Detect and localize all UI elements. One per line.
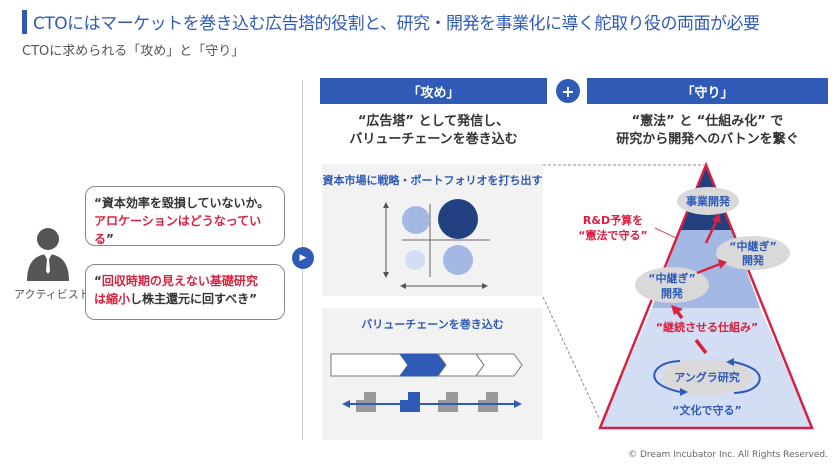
play-arrow-icon: ▶ — [292, 247, 314, 269]
red-arrow — [696, 262, 721, 275]
quote-text: ” — [106, 232, 114, 246]
relay-ellipse-1 — [635, 267, 709, 303]
speech-bubble-1: “資本効率を毀損していないか。 アロケーションはどうなっている” — [85, 186, 285, 246]
page-subtitle: CTOに求められる「攻め」と「守り」 — [22, 44, 245, 59]
lead-line: “広告塔” として発信し、 — [357, 114, 510, 129]
panel-title: バリューチェーンを巻き込む — [361, 318, 504, 331]
offense-header: 「攻め」 — [320, 78, 547, 104]
relay-label: “中継ぎ” — [648, 271, 695, 285]
defense-lead: “憲法” と “仕組み化” で研究から開発へのバトンを繋ぐ — [587, 113, 828, 149]
culture-label: “文化で守る” — [672, 403, 741, 417]
quote-highlight: アロケーションはどうなっている — [94, 214, 262, 246]
quote-text: “資本効率を毀損していないか。 — [94, 196, 270, 210]
panel-title: 資本市場に戦略・ポートフォリオを打ち出す — [322, 174, 543, 187]
relay-label: “中継ぎ” — [729, 239, 776, 253]
cycle-arrow-icon — [733, 361, 761, 394]
page-title: CTOにはマーケットを巻き込む広告塔的役割と、研究・開発を事業化に導く舵取り役の… — [33, 14, 760, 34]
value-chain-panel: バリューチェーンを巻き込む — [322, 308, 543, 440]
quote-highlight: 回収時期の見えない基礎研究 — [101, 274, 258, 288]
budget-label: “憲法で守る” — [578, 228, 647, 242]
person-icon — [27, 228, 69, 281]
portfolio-panel: 資本市場に戦略・ポートフォリオを打ち出す — [322, 164, 543, 296]
lead-line: “憲法” と “仕組み化” で — [631, 114, 784, 129]
business-dev-ellipse — [677, 187, 739, 215]
activist-label: アクティビスト — [14, 288, 90, 301]
portfolio-matrix-icon — [383, 199, 490, 289]
value-chain-icon — [330, 353, 523, 412]
red-arrow — [704, 219, 719, 244]
dashed-connector — [542, 296, 601, 421]
speech-bubble-2: “回収時期の見えない基礎研究 は縮小し株主還元に回すべき” — [85, 264, 285, 320]
quote-text: “ — [94, 274, 102, 288]
mechanism-label: “継続させる仕組み” — [656, 320, 758, 334]
lead-line: バリューチェーンを巻き込む — [349, 132, 518, 147]
quote-text: し株主還元に回すべき” — [130, 292, 258, 306]
title-accent-bar — [22, 10, 27, 34]
relay-label: 開発 — [742, 253, 765, 267]
offense-lead: “広告塔” として発信し、バリューチェーンを巻き込む — [320, 113, 547, 149]
underground-ellipse — [662, 359, 752, 395]
relay-label: 開発 — [661, 286, 684, 300]
red-arrow — [694, 338, 708, 355]
lead-line: 研究から開発へのバトンを繋ぐ — [616, 132, 799, 147]
plus-icon: + — [556, 79, 580, 103]
relay-ellipse-2 — [716, 236, 790, 270]
defense-header: 「守り」 — [587, 78, 828, 104]
quote-highlight: は縮小 — [94, 292, 131, 306]
copyright: © Dream Incubator Inc. All Rights Reserv… — [628, 450, 828, 460]
business-dev-label: 事業開発 — [686, 194, 731, 208]
underground-label: アングラ研究 — [674, 370, 740, 384]
cycle-arrow-icon — [653, 360, 681, 393]
budget-label: R&D予算を — [583, 213, 643, 227]
